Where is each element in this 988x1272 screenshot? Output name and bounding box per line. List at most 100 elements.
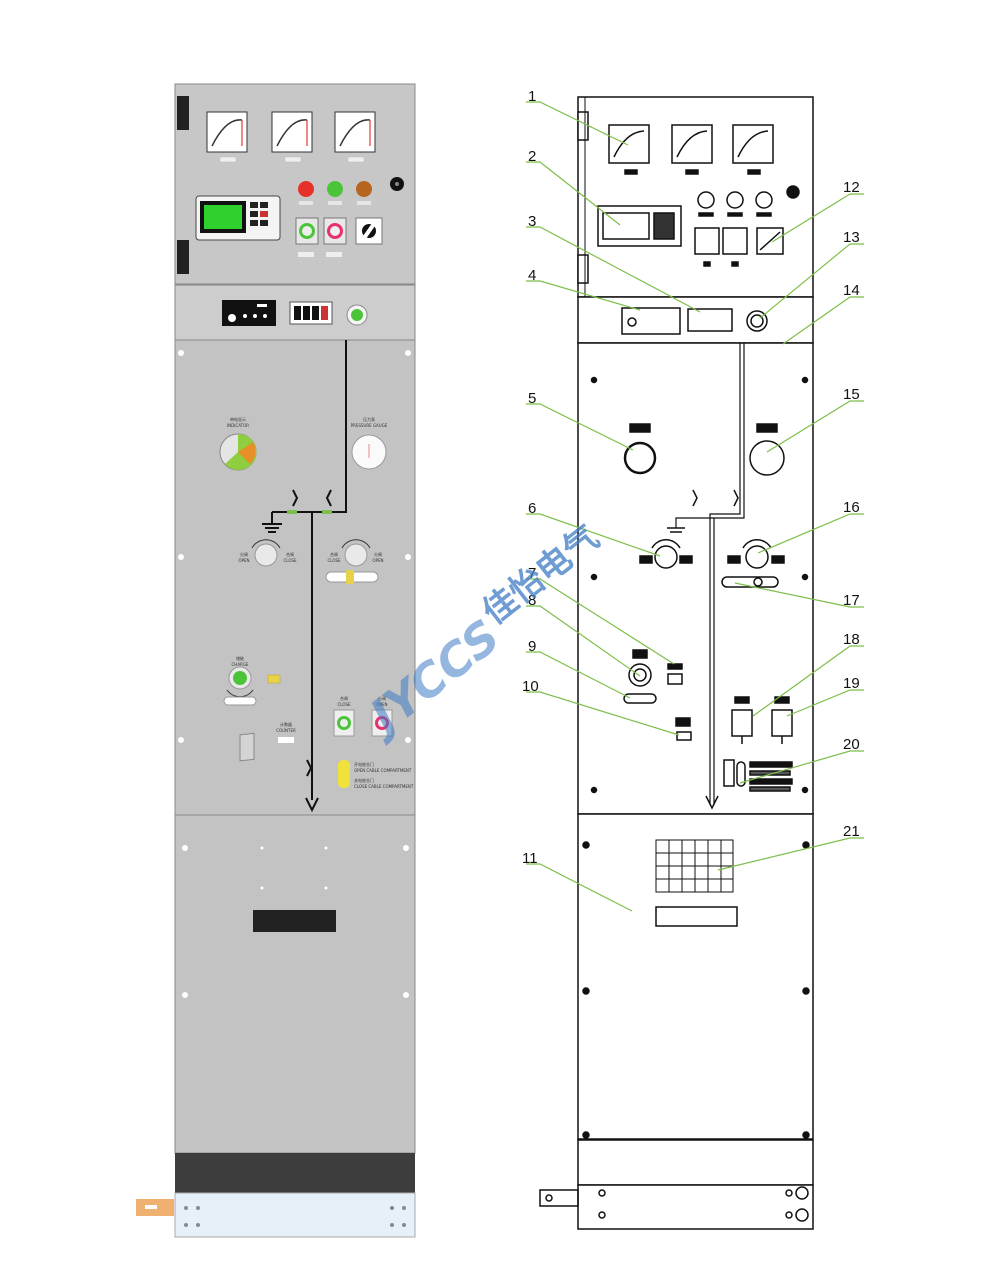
charge-status-indicator [267, 674, 281, 684]
r-charge-handle [623, 693, 657, 704]
counter-window [278, 737, 294, 743]
callout-19: 19 [843, 675, 860, 692]
protection-relay [195, 195, 281, 241]
r-counter [687, 308, 733, 332]
svg-text:分闸: 分闸 [374, 551, 382, 557]
ammeter-1 [206, 111, 248, 163]
r-selector-switch [756, 227, 784, 255]
counter-display [289, 301, 333, 325]
r-lamp-3 [755, 191, 773, 209]
r-live-indicator [621, 307, 681, 335]
energy-indicator-label: 带电显示 [230, 416, 246, 422]
r-lamp-2 [726, 191, 744, 209]
svg-text:分闸: 分闸 [378, 695, 386, 701]
callout-12: 12 [843, 179, 860, 196]
svg-text:OPEN: OPEN [238, 558, 249, 563]
r-charge-button [628, 663, 652, 687]
svg-text:合闸: 合闸 [340, 695, 348, 701]
callout-18: 18 [843, 631, 860, 648]
door-handle [239, 732, 255, 762]
svg-text:OPEN CABLE COMPARTMENT: OPEN CABLE COMPARTMENT [354, 768, 412, 773]
r-counter-window [676, 731, 692, 741]
svg-text:合闸: 合闸 [286, 551, 294, 557]
earthing-switch-operation-hole [254, 543, 278, 567]
svg-text:合闸: 合闸 [330, 551, 338, 557]
svg-text:OPEN: OPEN [372, 558, 383, 563]
pressure-gauge-label: 压力表 [363, 416, 375, 422]
pressure-gauge [351, 434, 387, 470]
ventilation-grille [655, 839, 734, 893]
energy-indicator-dial [219, 433, 257, 471]
callout-14: 14 [843, 282, 860, 299]
r-protection-relay [597, 205, 682, 247]
svg-text:CLOSE: CLOSE [283, 558, 297, 563]
r-knob [746, 310, 768, 332]
interlock-slider [325, 570, 379, 584]
right-cabinet [539, 96, 814, 1230]
svg-text:分闸: 分闸 [240, 551, 248, 557]
door-hinge-top [177, 96, 189, 130]
r-door-interlock [736, 761, 746, 787]
charge-handle-slot [223, 696, 257, 706]
callout-leaders [526, 101, 864, 912]
callout-2: 2 [528, 148, 536, 165]
base-frame [174, 1192, 416, 1238]
callout-17: 17 [843, 592, 860, 609]
callout-7: 7 [528, 565, 536, 582]
svg-text:CHARGE: CHARGE [232, 662, 249, 667]
svg-text:开电缆仓门: 开电缆仓门 [354, 761, 374, 767]
callout-numbers: 1 2 3 4 5 6 7 8 9 10 11 12 13 14 15 16 1… [522, 88, 860, 867]
svg-text:CLOSE: CLOSE [327, 558, 341, 563]
r-charge-indicator [667, 673, 683, 685]
r-inspection-window [655, 906, 738, 927]
svg-text:COUNTER: COUNTER [276, 728, 296, 733]
svg-text:INDICATOR: INDICATOR [227, 423, 249, 428]
svg-text:计数器: 计数器 [280, 721, 292, 727]
r-close-button [694, 227, 720, 255]
callout-9: 9 [528, 638, 536, 655]
inspection-window [253, 910, 336, 932]
disconnector-operation-hole [344, 543, 368, 567]
selector-switch [355, 217, 383, 245]
base-plinth [175, 1153, 415, 1193]
r-energy-indicator [623, 441, 657, 475]
callout-5: 5 [528, 390, 536, 407]
left-single-line-diagram [262, 340, 347, 813]
cable-compartment [174, 814, 416, 1154]
r-base-frame [577, 1184, 814, 1230]
r-ammeter-3 [732, 124, 774, 164]
r-ammeter-2 [671, 124, 713, 164]
callout-8: 8 [528, 592, 536, 609]
r-ammeter-1 [608, 124, 650, 164]
open-pushbutton [323, 217, 347, 245]
live-indicator-module [222, 300, 276, 326]
svg-text:CLOSE: CLOSE [337, 702, 351, 707]
svg-text:关电缆仓门: 关电缆仓门 [354, 777, 374, 783]
callout-16: 16 [843, 499, 860, 516]
callout-4: 4 [528, 267, 536, 284]
callout-3: 3 [528, 213, 536, 230]
r-disconnector-hole [745, 545, 769, 569]
close-pushbutton [295, 217, 319, 245]
ammeter-3 [334, 111, 376, 163]
callout-15: 15 [843, 386, 860, 403]
callout-21: 21 [843, 823, 860, 840]
r-earth-bar [539, 1189, 579, 1207]
callout-6: 6 [528, 500, 536, 517]
r-earthing-hole [654, 545, 678, 569]
svg-text:OPEN: OPEN [376, 702, 387, 707]
cable-door-interlock [338, 760, 350, 788]
callout-10: 10 [522, 678, 539, 695]
mechanism-panel [174, 339, 416, 816]
callout-1: 1 [528, 88, 536, 105]
r-open-button [722, 227, 748, 255]
callout-11: 11 [522, 850, 538, 867]
svg-text:CLOSE CABLE COMPARTMENT: CLOSE CABLE COMPARTMENT [354, 784, 414, 789]
door-hinge-bottom [177, 240, 189, 274]
svg-text:储能: 储能 [236, 655, 244, 661]
callout-20: 20 [843, 736, 860, 753]
r-pressure-gauge [749, 440, 785, 476]
svg-text:PRESSURE GAUGE: PRESSURE GAUGE [351, 423, 388, 428]
r-interlock-slider [721, 576, 779, 588]
